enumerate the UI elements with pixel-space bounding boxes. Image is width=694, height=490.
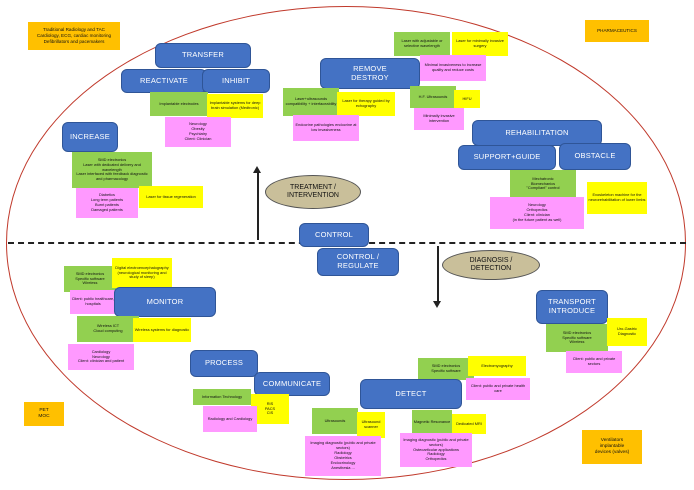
note-ris-pacs: RIS PACS CIS xyxy=(251,394,289,424)
note-diabetics: Diabetics Long term patients Burnt patie… xyxy=(76,188,138,218)
treatment-intervention-oval: TREATMENT / INTERVENTION xyxy=(265,175,361,209)
note-laser-ultrasounds: Laser+ultrasounds compatibility + interf… xyxy=(283,88,339,116)
note-endocrine: Endocrine pathologies endocrine at low i… xyxy=(293,115,359,141)
category-reactivate: REACTIVATE xyxy=(121,69,207,93)
corner-note-top-right: PHARMACEUTICS xyxy=(585,20,649,42)
note-implantable-electrodes: Implantable electrodes xyxy=(150,92,208,116)
note-client-public-private: Client: public and private sectors xyxy=(566,351,622,373)
category-increase: INCREASE xyxy=(62,122,118,152)
category-process: PROCESS xyxy=(190,350,258,377)
diagnosis-arrow-shaft xyxy=(437,246,439,302)
note-cardiology-neuro: Cardiology Neurology Client: clinician a… xyxy=(68,344,134,370)
note-imaging-diagnostic-2: Imaging diagnostic (public and private s… xyxy=(400,433,472,467)
category-transfer: TRANSFER xyxy=(155,43,251,68)
corner-note-bottom-left: PET MOC xyxy=(24,402,64,426)
note-ultrasounds: Ultrasounds xyxy=(312,408,358,434)
control-box: CONTROL xyxy=(299,223,369,247)
note-smd-monitor: SMD electronics Specific software Wirele… xyxy=(64,266,116,292)
note-laser-adjustable: Laser with adjustable or selective wavel… xyxy=(394,32,450,56)
corner-note-bottom-right: Ventilators implantable devices (valves) xyxy=(582,430,642,464)
note-wireless-ict: Wireless ICT Cloud computing xyxy=(77,316,139,342)
note-neurology-obesity: Neurology Obesity Psychiatry Client: Cli… xyxy=(165,117,231,147)
note-radiology-cardiology: Radiology and Cardiology xyxy=(203,406,257,432)
note-information-technology: Information Technology xyxy=(193,389,251,405)
note-implantable-systems: Implantable systems for deep brain simul… xyxy=(207,94,263,118)
category-remove-destroy: REMOVE DESTROY xyxy=(320,58,420,89)
treatment-arrow-shaft xyxy=(257,172,259,240)
note-minimal-invasiveness: Minimal invasiveness to increase quality… xyxy=(420,55,486,81)
note-client-health: Client: public and private health care xyxy=(466,378,530,400)
category-inhibit: INHIBIT xyxy=(202,69,270,93)
note-uro-gastric: Uro-Gastric Diagnostic xyxy=(607,318,647,346)
category-transport-introduce: TRANSPORT INTRODUCE xyxy=(536,290,608,324)
note-laser-minimally: Laser for minimally invasive surgery xyxy=(452,32,508,56)
note-digital-eeg: Digital electroencephalography (neurolog… xyxy=(112,258,172,288)
note-ultrasound-scanner: Ultrasound scanner xyxy=(357,412,385,438)
note-smd-transport: SMD electronics Specific software Wirele… xyxy=(546,324,608,352)
note-dedicated-mri: Dedicated MRI xyxy=(452,414,486,434)
treatment-arrow-head xyxy=(253,166,261,173)
category-monitor: MONITOR xyxy=(114,287,216,317)
note-wireless-systems: Wireless systems for diagnostic xyxy=(133,318,191,342)
note-hifu: HIFU xyxy=(454,90,480,108)
note-laser-therapy: Laser for therapy guided by echography xyxy=(337,92,395,116)
note-minimally-invasive: Minimally invasive intervention xyxy=(414,108,464,130)
corner-note-top-left: Traditional Radiology and TAC Cardiology… xyxy=(28,22,120,50)
note-exoskeleton: Exoskeleton machine for the neurorehabil… xyxy=(587,182,647,214)
note-imaging-diagnostic-1: Imaging diagnostic (public and private s… xyxy=(305,436,381,476)
category-obstacle: OBSTACLE xyxy=(559,143,631,170)
note-magnetic-resonance: Magnetic Resonance xyxy=(412,410,452,434)
category-detect: DETECT xyxy=(360,379,462,409)
category-support-guide: SUPPORT+GUIDE xyxy=(458,145,556,170)
note-mechatronic: Mechatronic Biomechanics "Compliant" con… xyxy=(510,170,576,198)
category-communicate: COMMUNICATE xyxy=(254,372,330,396)
note-laser-tissue: Laser for tissue regeneration xyxy=(139,186,203,208)
note-client-public: Client: public healthcare, hospitals xyxy=(70,290,116,314)
note-neurology-ortho: Neurology Orthopedics Client: clinician … xyxy=(490,197,584,229)
note-smd-detect: SMD electronics Specific software xyxy=(418,358,474,380)
note-electromyography: Electromyography xyxy=(468,356,526,376)
note-smd-increase: SMD electronics Laser with dedicated del… xyxy=(72,152,152,188)
control-regulate-box: CONTROL / REGULATE xyxy=(317,248,399,276)
diagnosis-detection-oval: DIAGNOSIS / DETECTION xyxy=(442,250,540,280)
note-hf-ultrasounds: H.F. Ultrasounds xyxy=(410,86,456,108)
diagnosis-arrow-head xyxy=(433,301,441,308)
